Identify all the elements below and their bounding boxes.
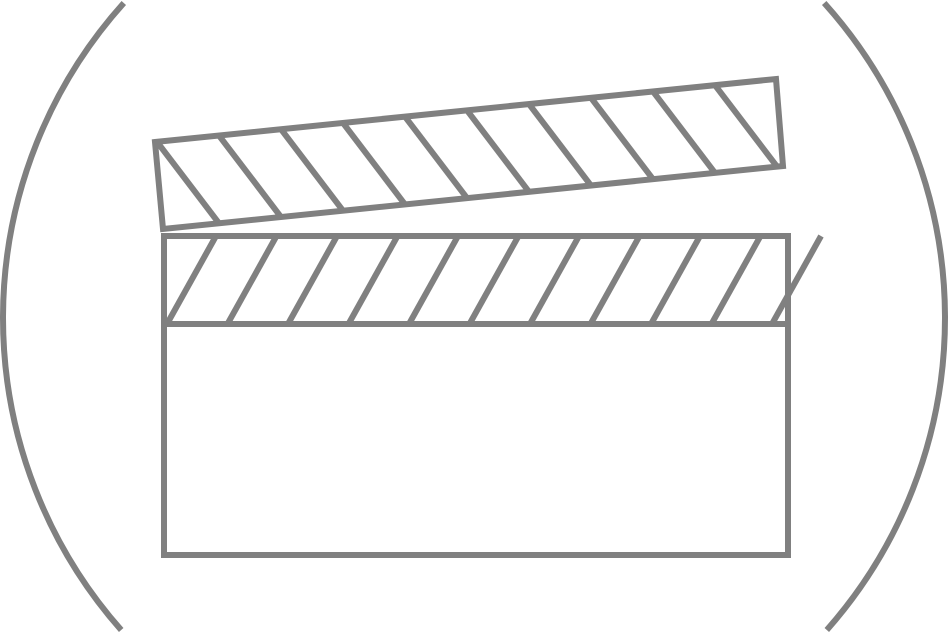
stripe bbox=[345, 234, 401, 326]
stripe bbox=[464, 108, 532, 194]
outer-circle-right-arc bbox=[821, 0, 948, 632]
outer-circle-left-arc bbox=[0, 0, 127, 632]
stripe bbox=[285, 234, 340, 326]
stripe bbox=[769, 234, 824, 326]
stripe bbox=[466, 234, 522, 326]
stripe bbox=[224, 234, 280, 326]
stripe bbox=[712, 83, 780, 169]
stripe bbox=[216, 133, 284, 219]
stripe bbox=[164, 234, 219, 326]
stripe bbox=[402, 114, 470, 200]
stripe bbox=[648, 234, 703, 326]
stripe bbox=[527, 234, 582, 326]
clapper-arm bbox=[151, 75, 787, 233]
stripe bbox=[708, 234, 764, 326]
stripe bbox=[340, 121, 408, 207]
stripe bbox=[588, 95, 656, 182]
clapper-band bbox=[161, 233, 824, 558]
stripe bbox=[154, 139, 222, 226]
stripe bbox=[526, 102, 594, 188]
stripe bbox=[406, 234, 461, 326]
board-body bbox=[161, 233, 791, 558]
stripe bbox=[278, 127, 346, 213]
clapper-arm-outline bbox=[151, 75, 787, 233]
stripe bbox=[587, 234, 643, 326]
stripe bbox=[650, 89, 718, 175]
